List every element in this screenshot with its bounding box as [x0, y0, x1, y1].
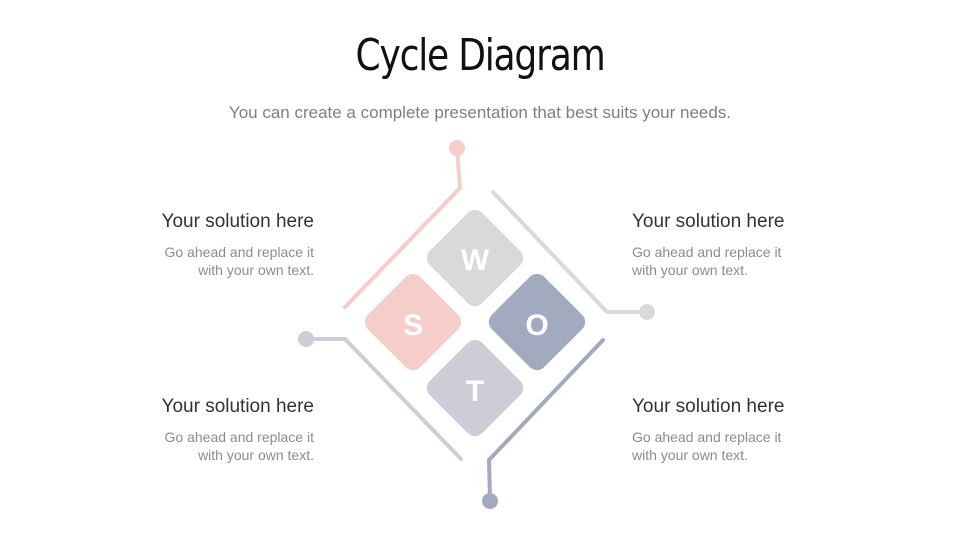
text-block-top-left: Your solution here Go ahead and replace …	[114, 210, 314, 279]
block-body-text: Go ahead and replace it with your own te…	[164, 429, 314, 463]
block-body-text: Go ahead and replace it with your own te…	[164, 244, 314, 278]
tile-w-letter: W	[461, 244, 490, 277]
block-heading: Your solution here	[161, 211, 314, 232]
block-heading: Your solution here	[161, 396, 314, 417]
connector-line-bottom-right	[487, 338, 605, 501]
tile-t-letter: T	[466, 375, 484, 408]
block-heading: Your solution here	[632, 396, 785, 417]
tile-t	[426, 339, 524, 437]
connector-line-top-right	[491, 190, 647, 314]
tile-o-letter: O	[525, 309, 548, 342]
tile-s-letter: S	[403, 309, 423, 342]
page-subtitle: You can create a complete presentation t…	[228, 103, 732, 122]
text-block-bottom-left: Your solution here Go ahead and replace …	[114, 395, 314, 464]
page-title: Cycle Diagram	[355, 30, 606, 81]
text-block-top-right: Your solution here Go ahead and replace …	[632, 210, 832, 279]
block-body-text: Go ahead and replace it with your own te…	[632, 429, 782, 463]
connector-dot-right	[639, 304, 655, 320]
text-block-bottom-right: Your solution here Go ahead and replace …	[632, 395, 832, 464]
connector-dot-bottom	[482, 493, 498, 509]
connector-dot-left	[298, 331, 314, 347]
block-heading: Your solution here	[632, 211, 785, 232]
connector-dot-top	[449, 140, 465, 156]
tile-o	[488, 273, 586, 371]
tile-s	[364, 273, 462, 371]
connector-line-top-left	[343, 148, 462, 309]
tile-w	[426, 209, 524, 307]
block-body-text: Go ahead and replace it with your own te…	[632, 244, 782, 278]
connector-line-bottom-left	[305, 337, 463, 461]
